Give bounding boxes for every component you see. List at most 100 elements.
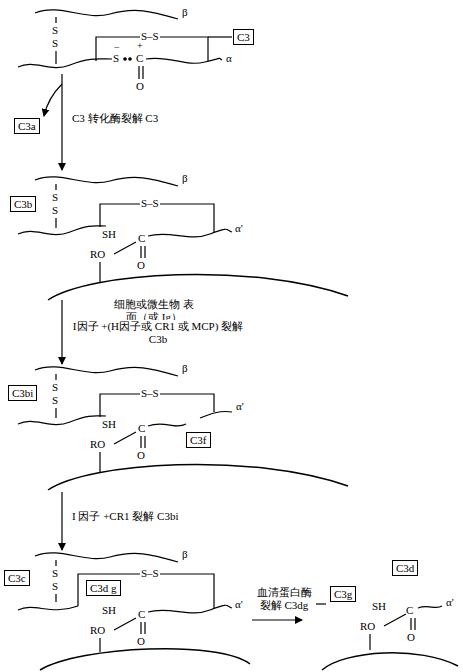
drawn-stroke <box>322 653 458 670</box>
chem-label: β <box>182 548 188 561</box>
chem-label: β <box>182 362 188 375</box>
chem-label: O <box>137 259 145 272</box>
fragment-name: C3 <box>237 31 250 43</box>
charge-sign: + <box>137 41 143 51</box>
chem-label: C <box>138 232 145 245</box>
c3bi-molecule <box>18 367 348 490</box>
drawn-stroke <box>141 436 145 448</box>
fragment-name: C3f <box>190 434 207 446</box>
fragment-name: C3bi <box>12 387 33 399</box>
chem-label: α' <box>236 400 244 413</box>
chem-label: S <box>52 191 58 204</box>
c3-molecule <box>18 10 232 79</box>
chem-label: RO <box>90 438 105 451</box>
chem-label: α' <box>235 598 243 611</box>
c3c-c3dg-molecule <box>18 553 250 670</box>
drawn-stroke <box>141 622 145 634</box>
fragment-box: C3 <box>233 29 254 45</box>
fragment-name: C3c <box>8 572 26 584</box>
reaction-note: 血清蛋白酶 裂解 C3dg <box>254 586 314 612</box>
reaction-arrow <box>61 300 62 364</box>
chem-label: S <box>52 567 58 580</box>
chem-label: α <box>226 52 232 65</box>
fragment-box: C3bi <box>8 385 37 401</box>
drawn-stroke <box>208 36 232 37</box>
reaction-note: I 因子 +CR1 裂解 C3bi <box>72 510 178 523</box>
drawn-stroke <box>124 58 126 60</box>
chem-label: α' <box>446 596 454 609</box>
fragment-box: C3f <box>186 432 211 448</box>
chem-label: O <box>137 449 145 462</box>
drawn-stroke <box>18 59 112 68</box>
drawn-stroke <box>99 452 100 473</box>
drawn-stroke <box>129 58 131 60</box>
chem-label: C <box>406 604 413 617</box>
chem-label: O <box>137 635 145 648</box>
fragment-box: C3c <box>4 570 30 586</box>
fragment-name: C3b <box>14 198 32 210</box>
drawn-stroke <box>148 605 232 613</box>
drawn-stroke <box>146 58 222 63</box>
fragment-box: C3g <box>330 586 356 602</box>
drawn-stroke <box>148 229 232 237</box>
chem-label: C <box>138 422 145 435</box>
drawn-stroke <box>114 618 136 630</box>
reaction-note: C3 转化酶裂解 C3 <box>72 112 158 125</box>
drawn-stroke <box>40 649 250 670</box>
drawn-stroke <box>139 66 143 79</box>
c3b-molecule <box>18 177 348 300</box>
fragment-box: C3d <box>392 560 418 576</box>
drawn-stroke <box>384 614 406 626</box>
chem-label: S <box>52 381 58 394</box>
chem-label: S <box>113 52 119 65</box>
fragment-box: C3b <box>10 196 36 212</box>
disulfide-label: S–S <box>140 197 160 210</box>
drawn-stroke <box>369 634 370 650</box>
drawn-stroke <box>141 246 145 258</box>
chem-label: S <box>52 204 58 217</box>
release-arrow <box>44 84 62 116</box>
drawn-stroke <box>18 416 106 425</box>
fragment-box: C3a <box>14 118 40 134</box>
reaction-arrow <box>252 619 302 620</box>
chem-label: RO <box>360 620 375 633</box>
chem-label: SH <box>372 600 386 613</box>
chem-label: C <box>138 608 145 621</box>
fragment-name: C3d g <box>90 582 117 594</box>
disulfide-label: S–S <box>140 30 160 43</box>
chem-label: β <box>182 172 188 185</box>
drawn-stroke <box>316 603 326 604</box>
chem-label: RO <box>90 248 105 261</box>
drawn-stroke <box>48 274 348 300</box>
disulfide-label: S–S <box>140 387 160 400</box>
drawn-stroke <box>18 606 78 610</box>
chem-label: α' <box>235 222 243 235</box>
drawn-stroke <box>148 424 186 426</box>
drawn-stroke <box>99 262 100 283</box>
fragment-box: C3d g <box>86 580 121 596</box>
reaction-arrow <box>61 492 62 550</box>
chem-label: S <box>52 580 58 593</box>
reaction-note: I因子 +(H因子或 CR1 或 MCP) 裂解 C3b <box>72 320 244 346</box>
drawn-stroke <box>200 411 232 418</box>
drawn-stroke <box>411 618 415 630</box>
c3d-molecule <box>316 604 458 670</box>
fragment-name: C3g <box>334 588 352 600</box>
chem-label: C <box>136 52 143 65</box>
chem-label: SH <box>102 418 116 431</box>
drawn-stroke <box>114 432 136 444</box>
fragment-name: C3d <box>396 562 414 574</box>
chem-label: SH <box>102 604 116 617</box>
chem-label: O <box>407 631 415 644</box>
drawn-stroke <box>418 606 442 608</box>
chem-label: S <box>52 37 58 50</box>
chem-label: RO <box>90 624 105 637</box>
reaction-arrow <box>61 74 62 170</box>
chem-label: S <box>52 394 58 407</box>
chem-label: S <box>52 24 58 37</box>
drawn-stroke <box>48 464 348 490</box>
chem-label: β <box>182 6 188 19</box>
drawn-stroke <box>114 242 136 254</box>
chem-label: SH <box>102 228 116 241</box>
disulfide-label: S–S <box>140 567 160 580</box>
